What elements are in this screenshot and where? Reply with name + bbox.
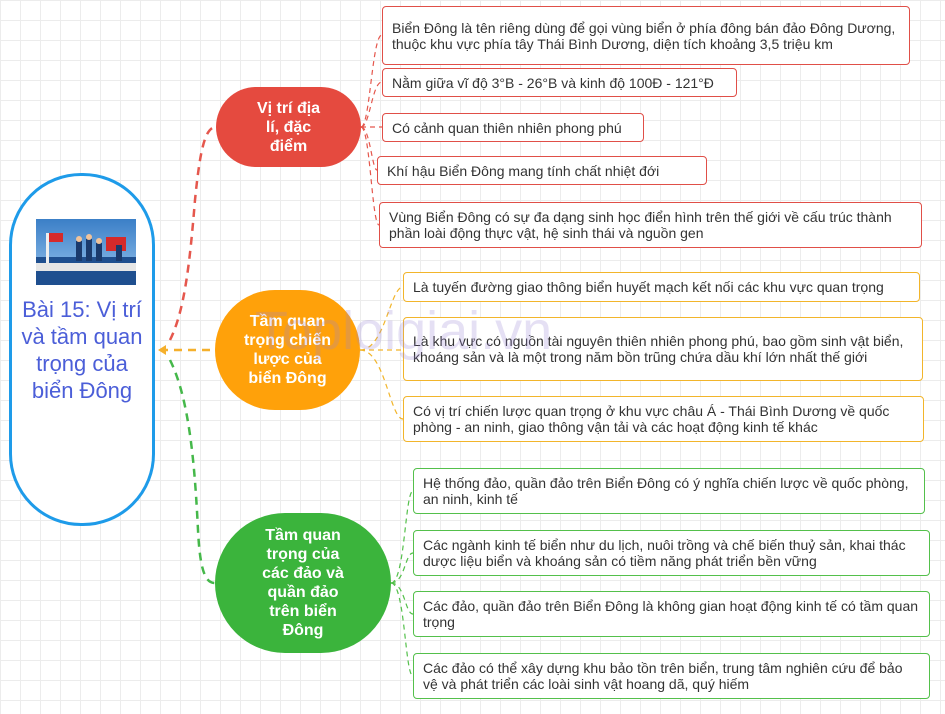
leaf-location-4[interactable]: Khí hậu Biển Đông mang tính chất nhiệt đ… bbox=[377, 156, 707, 185]
central-title: Bài 15: Vị trí và tầm quan trọng của biể… bbox=[21, 297, 143, 403]
branch-location[interactable]: Vị trí địa lí, đặc điểm bbox=[216, 87, 361, 167]
link-central-green bbox=[168, 359, 216, 585]
leaf-strategic-1[interactable]: Là tuyến đường giao thông biển huyết mạc… bbox=[403, 272, 920, 302]
leaf-strategic-3[interactable]: Có vị trí chiến lược quan trọng ở khu vự… bbox=[403, 396, 924, 442]
branch-islands-importance[interactable]: Tầm quan trọng của các đảo và quần đảo t… bbox=[215, 513, 391, 653]
leaf-islands-2[interactable]: Các ngành kinh tế biển như du lịch, nuôi… bbox=[413, 530, 930, 576]
central-topic[interactable]: Bài 15: Vị trí và tầm quan trọng của biể… bbox=[9, 173, 155, 526]
leaf-strategic-2[interactable]: Là khu vực có nguồn tài nguyên thiên nhi… bbox=[403, 317, 923, 381]
leaf-islands-3[interactable]: Các đảo, quần đảo trên Biển Đông là khôn… bbox=[413, 591, 930, 637]
leaf-islands-4[interactable]: Các đảo có thể xây dựng khu bảo tồn trên… bbox=[413, 653, 930, 699]
navy-photo-image bbox=[36, 219, 136, 285]
leaf-location-3[interactable]: Có cảnh quan thiên nhiên phong phú bbox=[382, 113, 644, 142]
branch-strategic-importance[interactable]: Tầm quan trọng chiến lược của biển Đông bbox=[215, 290, 360, 410]
link-central-red bbox=[168, 125, 217, 341]
leaf-location-2[interactable]: Nằm giữa vĩ độ 3°B - 26°B và kinh độ 100… bbox=[382, 68, 737, 97]
leaf-islands-1[interactable]: Hệ thống đảo, quần đảo trên Biển Đông có… bbox=[413, 468, 925, 514]
arrowhead bbox=[158, 345, 166, 355]
leaf-location-1[interactable]: Biển Đông là tên riêng dùng để gọi vùng … bbox=[382, 6, 910, 65]
leaf-location-5[interactable]: Vùng Biển Đông có sự đa dạng sinh học đi… bbox=[379, 202, 922, 248]
